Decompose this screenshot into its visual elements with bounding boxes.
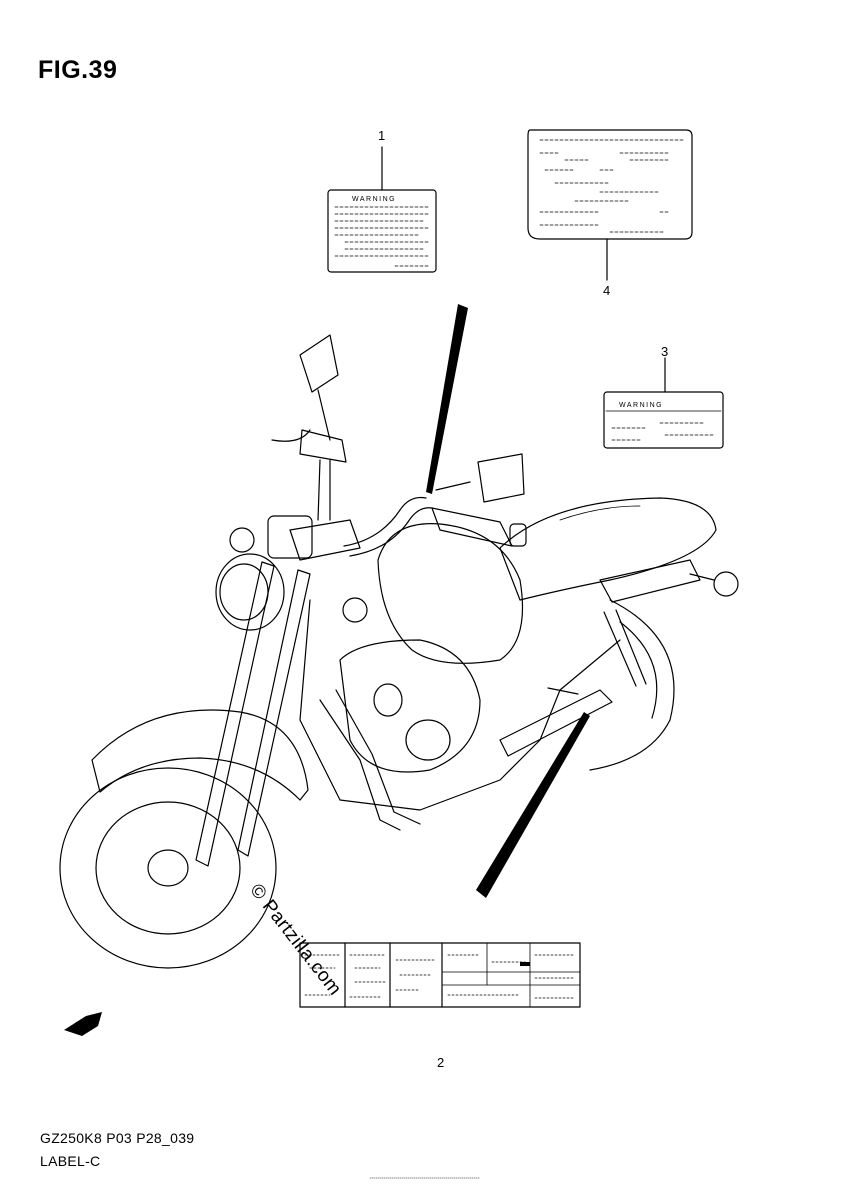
part-3-warning-label[interactable]: WARNING xyxy=(603,391,724,449)
part-4-info-label[interactable] xyxy=(527,129,693,240)
callout-2[interactable]: 2 xyxy=(437,1055,445,1070)
part-2-info-label[interactable] xyxy=(299,942,581,1008)
figure-code: GZ250K8 P03 P28_039 xyxy=(40,1130,195,1146)
warning-text: WARNING xyxy=(352,196,396,203)
warning-text-3: WARNING xyxy=(619,402,663,409)
pointer-wedge-tank xyxy=(426,304,468,494)
callout-3[interactable]: 3 xyxy=(661,344,669,359)
pointer-wedge-frame xyxy=(476,712,590,898)
motorcycle-drawing xyxy=(59,334,739,969)
figure-title: FIG.39 xyxy=(38,56,118,84)
forward-arrow-icon: FWD xyxy=(64,1012,102,1036)
callout-4[interactable]: 4 xyxy=(603,283,611,298)
part-1-warning-label[interactable]: WARNING xyxy=(327,189,437,273)
callout-1[interactable]: 1 xyxy=(378,128,386,143)
figure-group: LABEL-C xyxy=(40,1153,101,1169)
